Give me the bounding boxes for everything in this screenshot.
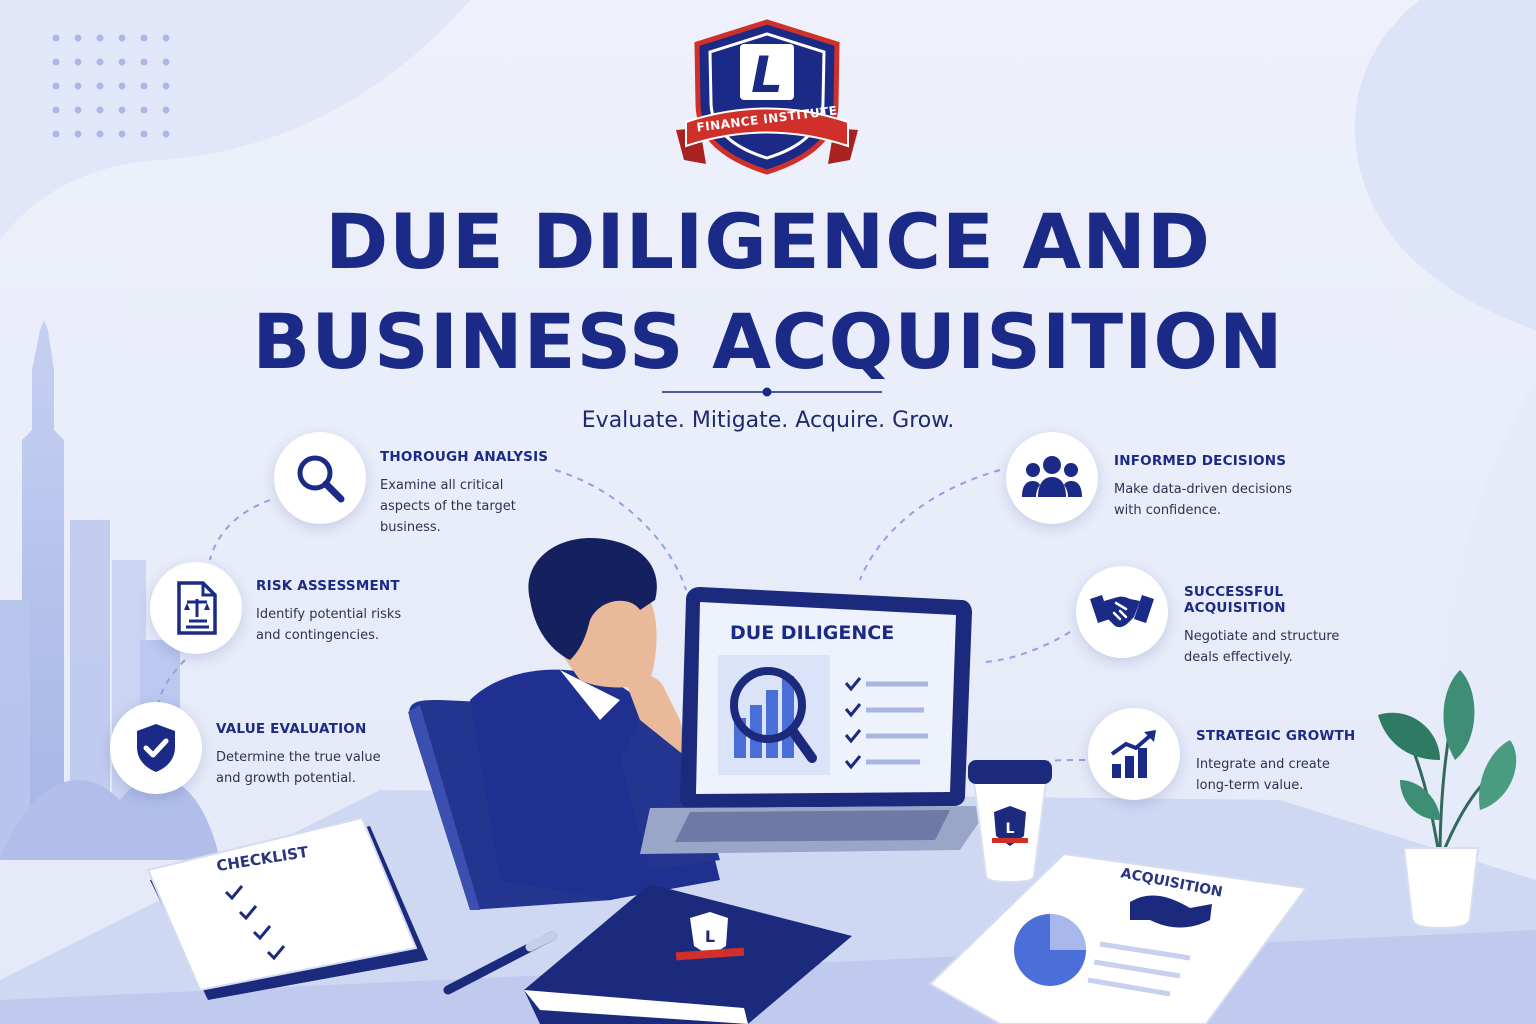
tagline: Evaluate. Mitigate. Acquire. Grow. bbox=[581, 408, 955, 433]
svg-text:L: L bbox=[751, 46, 783, 104]
growth-chart-icon bbox=[1088, 708, 1180, 800]
feature-description: Examine all critical aspects of the targ… bbox=[380, 478, 516, 535]
laptop bbox=[640, 587, 990, 854]
feature-description: Negotiate and structure deals effectivel… bbox=[1184, 629, 1340, 665]
feature-strategic-growth: STRATEGIC GROWTH Integrate and create lo… bbox=[1196, 728, 1396, 796]
feature-title: VALUE EVALUATION bbox=[216, 721, 367, 737]
feature-title: STRATEGIC GROWTH bbox=[1196, 728, 1356, 744]
magnifier-icon bbox=[274, 432, 366, 524]
city-skyline bbox=[0, 320, 220, 860]
feature-title: THOROUGH ANALYSIS bbox=[380, 449, 549, 465]
feature-thorough-analysis: THOROUGH ANALYSIS Examine all critical a… bbox=[380, 449, 580, 538]
potted-plant bbox=[1378, 670, 1517, 930]
page-title-line-1: DUE DILIGENCE AND bbox=[325, 197, 1211, 286]
shield-check-icon bbox=[110, 702, 202, 794]
institute-logo: L bbox=[676, 19, 858, 175]
branded-book: L bbox=[524, 884, 852, 1024]
people-group-icon bbox=[1006, 432, 1098, 524]
svg-text:L: L bbox=[1006, 821, 1015, 837]
feature-description: Identify potential risks and contingenci… bbox=[256, 607, 402, 643]
feature-informed-decisions: INFORMED DECISIONS Make data-driven deci… bbox=[1114, 453, 1314, 521]
handshake-icon bbox=[1076, 566, 1168, 658]
feature-description: Make data-driven decisions with confiden… bbox=[1114, 482, 1292, 518]
feature-successful-acquisition: SUCCESSFUL ACQUISITION Negotiate and str… bbox=[1184, 584, 1384, 668]
feature-value-evaluation: VALUE EVALUATION Determine the true valu… bbox=[216, 721, 416, 789]
feature-title: SUCCESSFUL ACQUISITION bbox=[1184, 584, 1286, 616]
feature-title: RISK ASSESSMENT bbox=[256, 578, 400, 594]
feature-title: INFORMED DECISIONS bbox=[1114, 453, 1287, 469]
decorative-dots bbox=[52, 34, 170, 138]
checklist-notebook bbox=[146, 816, 428, 1000]
page-title-line-2: BUSINESS ACQUISITION bbox=[252, 297, 1284, 386]
feature-risk-assessment: RISK ASSESSMENT Identify potential risks… bbox=[256, 578, 456, 646]
laptop-screen-title: DUE DILIGENCE bbox=[730, 622, 895, 644]
svg-text:L: L bbox=[705, 927, 715, 946]
feature-description: Determine the true value and growth pote… bbox=[216, 750, 381, 786]
page-title: DUE DILIGENCE AND BUSINESS ACQUISITION bbox=[100, 192, 1436, 392]
legal-document-icon bbox=[150, 562, 242, 654]
acquisition-document bbox=[928, 852, 1308, 1024]
feature-description: Integrate and create long-term value. bbox=[1196, 757, 1330, 793]
coffee-cup: L bbox=[968, 760, 1052, 884]
